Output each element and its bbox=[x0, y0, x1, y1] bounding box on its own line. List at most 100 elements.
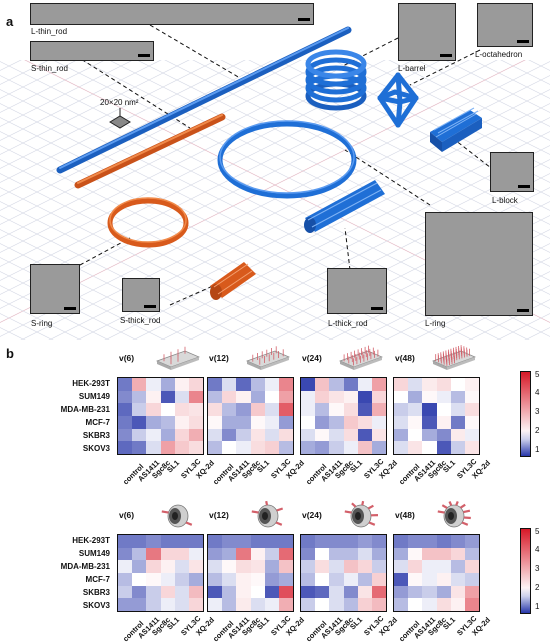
heatmap-cell bbox=[160, 535, 175, 548]
heatmap-cell bbox=[132, 403, 147, 416]
heatmap-cell bbox=[301, 403, 316, 416]
heatmap-title-block-2: v(24) bbox=[302, 353, 322, 363]
heatmap-cell bbox=[174, 378, 189, 391]
heatmap-cell bbox=[118, 547, 133, 561]
heatmap-cell bbox=[132, 560, 147, 573]
heatmap-cell bbox=[422, 416, 437, 429]
micrograph-l-octahedron bbox=[477, 3, 533, 47]
heatmap-cell bbox=[250, 441, 265, 454]
heatmap-cell bbox=[174, 547, 189, 561]
heatmap-cell bbox=[222, 378, 237, 391]
micrograph-s-thin-rod bbox=[30, 41, 154, 61]
heatmap-cell bbox=[371, 390, 386, 404]
heatmap-cell bbox=[301, 535, 316, 548]
heatmap-cell bbox=[278, 441, 293, 454]
heatmap-cell bbox=[222, 441, 237, 454]
heatmap-cell bbox=[208, 428, 223, 442]
l-thick-rod-model bbox=[304, 180, 385, 233]
heatmap-cell bbox=[422, 535, 437, 548]
heatmap-block-v(24) bbox=[300, 377, 387, 455]
heatmap-cell bbox=[371, 441, 386, 454]
heatmap-cell bbox=[450, 378, 465, 391]
heatmap-cell bbox=[450, 573, 465, 586]
heatmap-cell bbox=[160, 390, 175, 404]
heatmap-cell bbox=[146, 560, 161, 573]
heatmap-cell bbox=[315, 585, 330, 599]
heatmap-cell bbox=[250, 390, 265, 404]
heatmap-cell bbox=[188, 598, 203, 611]
row-label: MDA-MB-231 bbox=[60, 404, 110, 414]
heatmap-cell bbox=[408, 547, 423, 561]
heatmap-cell bbox=[301, 378, 316, 391]
heatmap-cell bbox=[278, 560, 293, 573]
row-label: SKOV3 bbox=[82, 443, 110, 453]
heatmap-cell bbox=[450, 390, 465, 404]
heatmap-cell bbox=[464, 573, 479, 586]
heatmap-cell bbox=[329, 598, 344, 611]
label-s-ring: S-ring bbox=[31, 319, 53, 328]
barrel-schematic-icon bbox=[251, 500, 284, 528]
block-schematic-icon bbox=[156, 346, 200, 370]
heatmap-cell bbox=[146, 378, 161, 391]
heatmap-cell bbox=[408, 378, 423, 391]
panel-letter-b: b bbox=[6, 346, 14, 361]
heatmap-cell bbox=[132, 547, 147, 561]
heatmap-cell bbox=[264, 573, 279, 586]
heatmap-cell bbox=[329, 585, 344, 599]
heatmap-title-barrel-3: v(48) bbox=[395, 510, 415, 520]
heatmap-cell bbox=[422, 585, 437, 599]
block-schematic-icon bbox=[432, 345, 476, 370]
colorbar-tick-label: 1 bbox=[535, 601, 540, 611]
heatmap-cell bbox=[250, 378, 265, 391]
heatmap-cell bbox=[450, 547, 465, 561]
heatmap-cell bbox=[436, 573, 451, 586]
heatmap-cell bbox=[132, 598, 147, 611]
heatmap-cell bbox=[222, 428, 237, 442]
heatmap-cell bbox=[160, 428, 175, 442]
heatmap-cell bbox=[343, 535, 358, 548]
colorbar-tick-label: 1 bbox=[535, 444, 540, 454]
heatmap-cell bbox=[450, 598, 465, 611]
heatmap-cell bbox=[408, 428, 423, 442]
heatmap-cell bbox=[394, 598, 409, 611]
heatmap-cell bbox=[408, 441, 423, 454]
heatmap-cell bbox=[301, 598, 316, 611]
heatmap-cell bbox=[264, 416, 279, 429]
heatmap-cell bbox=[250, 573, 265, 586]
heatmap-cell bbox=[264, 598, 279, 611]
heatmap-title-barrel-2: v(24) bbox=[302, 510, 322, 520]
heatmap-cell bbox=[343, 598, 358, 611]
heatmap-cell bbox=[146, 585, 161, 599]
label-l-block: L-block bbox=[492, 196, 518, 205]
heatmap-cell bbox=[450, 428, 465, 442]
heatmap-cell bbox=[343, 585, 358, 599]
row-label: HEK-293T bbox=[72, 378, 110, 388]
heatmap-cell bbox=[464, 560, 479, 573]
heatmap-cell bbox=[422, 598, 437, 611]
heatmap-cell bbox=[250, 535, 265, 548]
colorbar-tick-label: 2 bbox=[535, 582, 540, 592]
heatmap-cell bbox=[357, 547, 372, 561]
heatmap-cell bbox=[132, 441, 147, 454]
heatmap-cell bbox=[315, 416, 330, 429]
heatmap-cell bbox=[174, 573, 189, 586]
row-label: SUM149 bbox=[78, 548, 110, 558]
heatmap-cell bbox=[329, 535, 344, 548]
l-block-model bbox=[430, 107, 482, 152]
heatmap-cell bbox=[357, 560, 372, 573]
heatmap-cell bbox=[118, 598, 133, 611]
heatmap-cell bbox=[236, 598, 251, 611]
heatmap-cell bbox=[436, 428, 451, 442]
heatmap-cell bbox=[160, 598, 175, 611]
heatmap-cell bbox=[357, 428, 372, 442]
s-ring-model bbox=[107, 198, 189, 248]
heatmap-cell bbox=[357, 390, 372, 404]
heatmap-cell bbox=[118, 560, 133, 573]
label-l-barrel: L-barrel bbox=[398, 64, 426, 73]
heatmap-cell bbox=[264, 378, 279, 391]
heatmap-cell bbox=[315, 573, 330, 586]
heatmap-cell bbox=[343, 560, 358, 573]
heatmap-cell bbox=[146, 598, 161, 611]
heatmap-cell bbox=[208, 378, 223, 391]
heatmap-cell bbox=[264, 428, 279, 442]
